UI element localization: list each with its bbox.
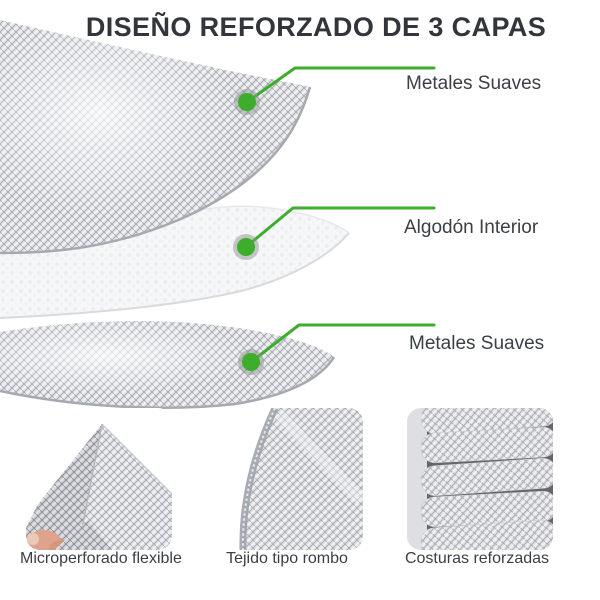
layer-top-mesh xyxy=(0,20,312,255)
feature-image-costuras xyxy=(407,408,553,550)
layer-label-cotton: Algodón Interior xyxy=(404,217,539,238)
layer-marker-dot xyxy=(242,353,260,371)
layer-bottom-mesh xyxy=(0,321,336,410)
layer-marker-dot xyxy=(238,93,256,111)
feature-caption-tejido-rombo: Tejido tipo rombo xyxy=(226,550,348,567)
feature-caption-costuras: Costuras reforzadas xyxy=(404,550,550,567)
layer-marker-dot xyxy=(237,238,255,256)
callout-cotton xyxy=(233,206,436,260)
layer-label-bottom-mesh: Metales Suaves xyxy=(409,333,545,354)
feature-image-microperforado xyxy=(26,408,172,550)
feature-image-tejido-rombo xyxy=(217,408,363,550)
stacked-cloths xyxy=(420,408,553,550)
callout-top-mesh xyxy=(234,66,436,115)
page-title: DISEÑO REFORZADO DE 3 CAPAS xyxy=(85,12,547,42)
feature-caption-microperforado: Microperforado flexible xyxy=(20,550,182,567)
callout-bottom-mesh xyxy=(238,323,436,375)
layer-label-top-mesh: Metales Suaves xyxy=(406,73,542,94)
